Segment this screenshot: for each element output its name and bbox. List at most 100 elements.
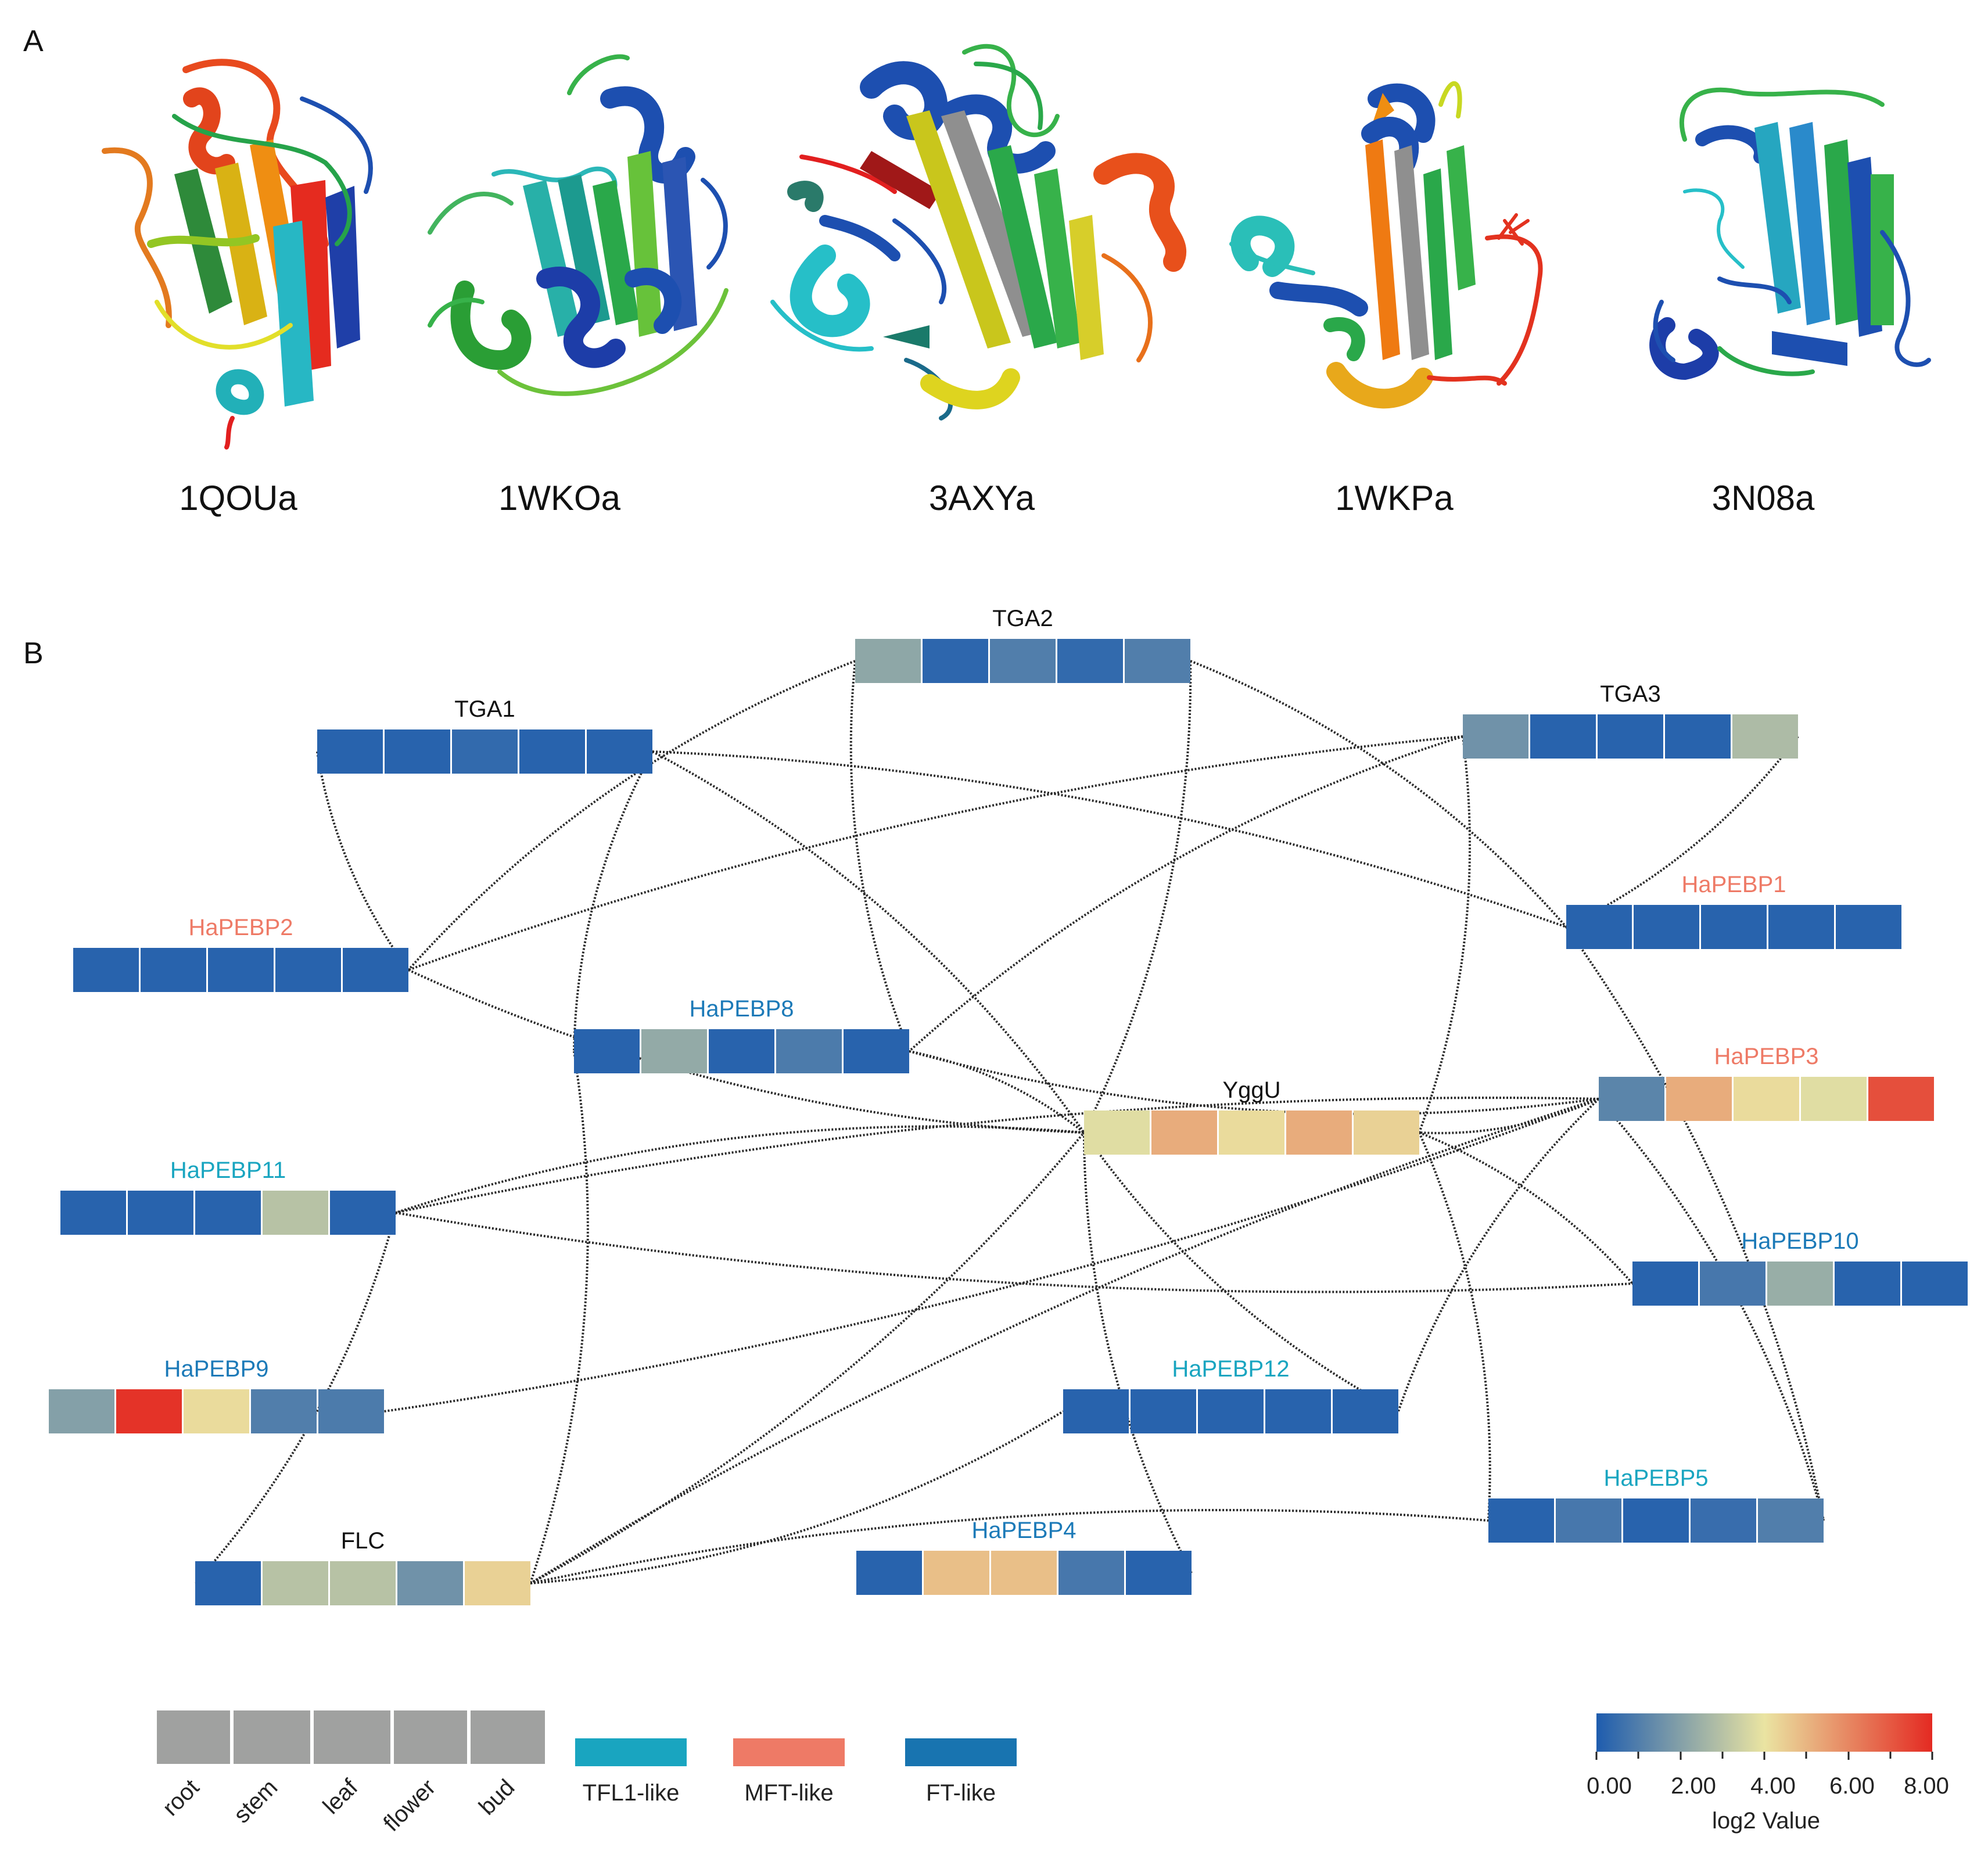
heatmap-cell-leaf bbox=[1198, 1389, 1264, 1433]
heatmap-cell-flower bbox=[263, 1191, 328, 1235]
node-hapebp3: HaPEBP3 bbox=[1599, 1044, 1934, 1121]
heatmap-cell-stem bbox=[641, 1029, 707, 1073]
heatmap-cell-stem bbox=[924, 1551, 989, 1595]
network-edge bbox=[383, 1098, 1599, 1413]
heatmap-cell-flower bbox=[1835, 1262, 1900, 1306]
structure-label-1WKOa: 1WKOa bbox=[498, 479, 621, 517]
node-tga1: TGA1 bbox=[317, 696, 652, 774]
heatmap-cell-root bbox=[1463, 714, 1528, 759]
protein-structure-1QOUa bbox=[102, 59, 373, 450]
network-edge bbox=[194, 1212, 397, 1584]
tissue-label-stem: stem bbox=[229, 1774, 282, 1828]
heatmap-cell-leaf bbox=[991, 1551, 1057, 1595]
colorbar-tick-label: 6.00 bbox=[1829, 1773, 1875, 1799]
heatmap-cell-bud bbox=[587, 729, 652, 774]
heatmap-cell-leaf bbox=[1598, 714, 1663, 759]
network-edge bbox=[1419, 1131, 1634, 1285]
node-label: HaPEBP5 bbox=[1603, 1465, 1708, 1491]
heatmap-cell-bud bbox=[1836, 905, 1901, 949]
heatmap-cell-bud bbox=[1333, 1389, 1398, 1433]
tissue-swatch-flower bbox=[394, 1710, 467, 1764]
node-label: YggU bbox=[1222, 1077, 1280, 1103]
heatmap-cell-root bbox=[195, 1561, 261, 1605]
structure-label-3N08a: 3N08a bbox=[1712, 479, 1815, 517]
heatmap-cell-flower bbox=[1665, 714, 1731, 759]
structure-label-3AXYa: 3AXYa bbox=[929, 479, 1035, 517]
heatmap-cell-bud bbox=[1732, 714, 1798, 759]
heatmap-cell-leaf bbox=[990, 639, 1056, 683]
heatmap-cell-stem bbox=[1700, 1262, 1765, 1306]
colorbar-tick-label: 8.00 bbox=[1904, 1773, 1949, 1799]
colorbar-ticks bbox=[1595, 1752, 1933, 1760]
tissue-label-flower: flower bbox=[379, 1774, 441, 1837]
heatmap-cell-flower bbox=[1801, 1077, 1867, 1121]
heatmap-cell-root bbox=[1063, 1389, 1129, 1433]
heatmap-cell-root bbox=[1488, 1498, 1554, 1543]
colorbar-tick-label: 0.00 bbox=[1587, 1773, 1632, 1799]
network-edge bbox=[530, 1131, 1085, 1584]
heatmap-cell-root bbox=[855, 639, 921, 683]
network-edge bbox=[529, 1051, 589, 1584]
node-hapebp11: HaPEBP11 bbox=[60, 1158, 396, 1235]
tissue-label-root: root bbox=[158, 1774, 204, 1821]
node-label: FLC bbox=[341, 1528, 385, 1554]
colorbar-title: log2 Value bbox=[1712, 1808, 1820, 1834]
heatmap-cell-flower bbox=[1057, 639, 1123, 683]
heatmap-cell-leaf bbox=[195, 1191, 261, 1235]
network-edge bbox=[395, 1097, 1599, 1214]
network-edge bbox=[909, 1050, 1085, 1134]
class-label-tfl1-like: TFL1-like bbox=[583, 1780, 680, 1806]
node-label: HaPEBP9 bbox=[164, 1356, 268, 1382]
colorbar-gradient bbox=[1596, 1713, 1932, 1752]
network-edge bbox=[408, 969, 1085, 1134]
network-edge bbox=[652, 750, 1085, 1134]
node-hapebp12: HaPEBP12 bbox=[1063, 1356, 1398, 1433]
heatmap-cell-stem bbox=[116, 1389, 182, 1433]
heatmap-cell-flower bbox=[776, 1029, 842, 1073]
tissue-swatch-leaf bbox=[314, 1710, 390, 1764]
node-hapebp9: HaPEBP9 bbox=[49, 1356, 384, 1433]
network-edge bbox=[1083, 1131, 1399, 1413]
network-edge bbox=[407, 660, 856, 971]
class-legend: TFL1-like MFT-like FT-like bbox=[575, 1738, 1017, 1806]
node-flc: FLC bbox=[195, 1528, 530, 1605]
node-yggu: YggU bbox=[1084, 1077, 1419, 1155]
tissue-swatch-root bbox=[157, 1710, 230, 1764]
heatmap-cell-bud bbox=[465, 1561, 530, 1605]
network-nodes: TGA1TGA2TGA3HaPEBP1HaPEBP2HaPEBP8YggUHaP… bbox=[49, 606, 1968, 1605]
node-hapebp10: HaPEBP10 bbox=[1632, 1228, 1968, 1306]
node-label: HaPEBP11 bbox=[170, 1158, 286, 1183]
colorbar-tick-label: 2.00 bbox=[1671, 1773, 1716, 1799]
heatmap-cell-root bbox=[1566, 905, 1632, 949]
heatmap-cell-bud bbox=[844, 1029, 909, 1073]
protein-structure-1WKPa bbox=[1229, 81, 1543, 409]
class-swatch-mft-like bbox=[733, 1738, 845, 1766]
node-tga3: TGA3 bbox=[1463, 681, 1798, 759]
heatmap-cell-leaf bbox=[1219, 1110, 1284, 1155]
network-edge bbox=[849, 660, 910, 1052]
protein-structure-1WKOa bbox=[428, 54, 729, 396]
network-edge bbox=[1566, 735, 1799, 928]
heatmap-cell-leaf bbox=[452, 729, 518, 774]
heatmap-cell-flower bbox=[275, 948, 341, 992]
node-hapebp1: HaPEBP1 bbox=[1566, 872, 1901, 949]
node-hapebp4: HaPEBP4 bbox=[856, 1518, 1192, 1595]
heatmap-cell-stem bbox=[1131, 1389, 1196, 1433]
heatmap-cell-root bbox=[317, 729, 383, 774]
class-label-ft-like: FT-like bbox=[926, 1780, 996, 1806]
heatmap-cell-flower bbox=[1691, 1498, 1756, 1543]
heatmap-cell-leaf bbox=[330, 1561, 396, 1605]
node-label: HaPEBP4 bbox=[971, 1518, 1076, 1543]
network-edge bbox=[395, 1212, 1633, 1293]
network-edge bbox=[1190, 660, 1567, 928]
heatmap-cell-bud bbox=[1126, 1551, 1192, 1595]
panel-a: A bbox=[23, 24, 1931, 517]
structure-label-1WKPa: 1WKPa bbox=[1335, 479, 1454, 517]
heatmap-cell-root bbox=[856, 1551, 922, 1595]
network-edge bbox=[316, 751, 410, 971]
heatmap-cell-bud bbox=[1125, 639, 1190, 683]
heatmap-cell-leaf bbox=[1734, 1077, 1799, 1121]
node-label: TGA1 bbox=[454, 696, 515, 722]
heatmap-cell-bud bbox=[330, 1191, 396, 1235]
heatmap-cell-stem bbox=[128, 1191, 193, 1235]
